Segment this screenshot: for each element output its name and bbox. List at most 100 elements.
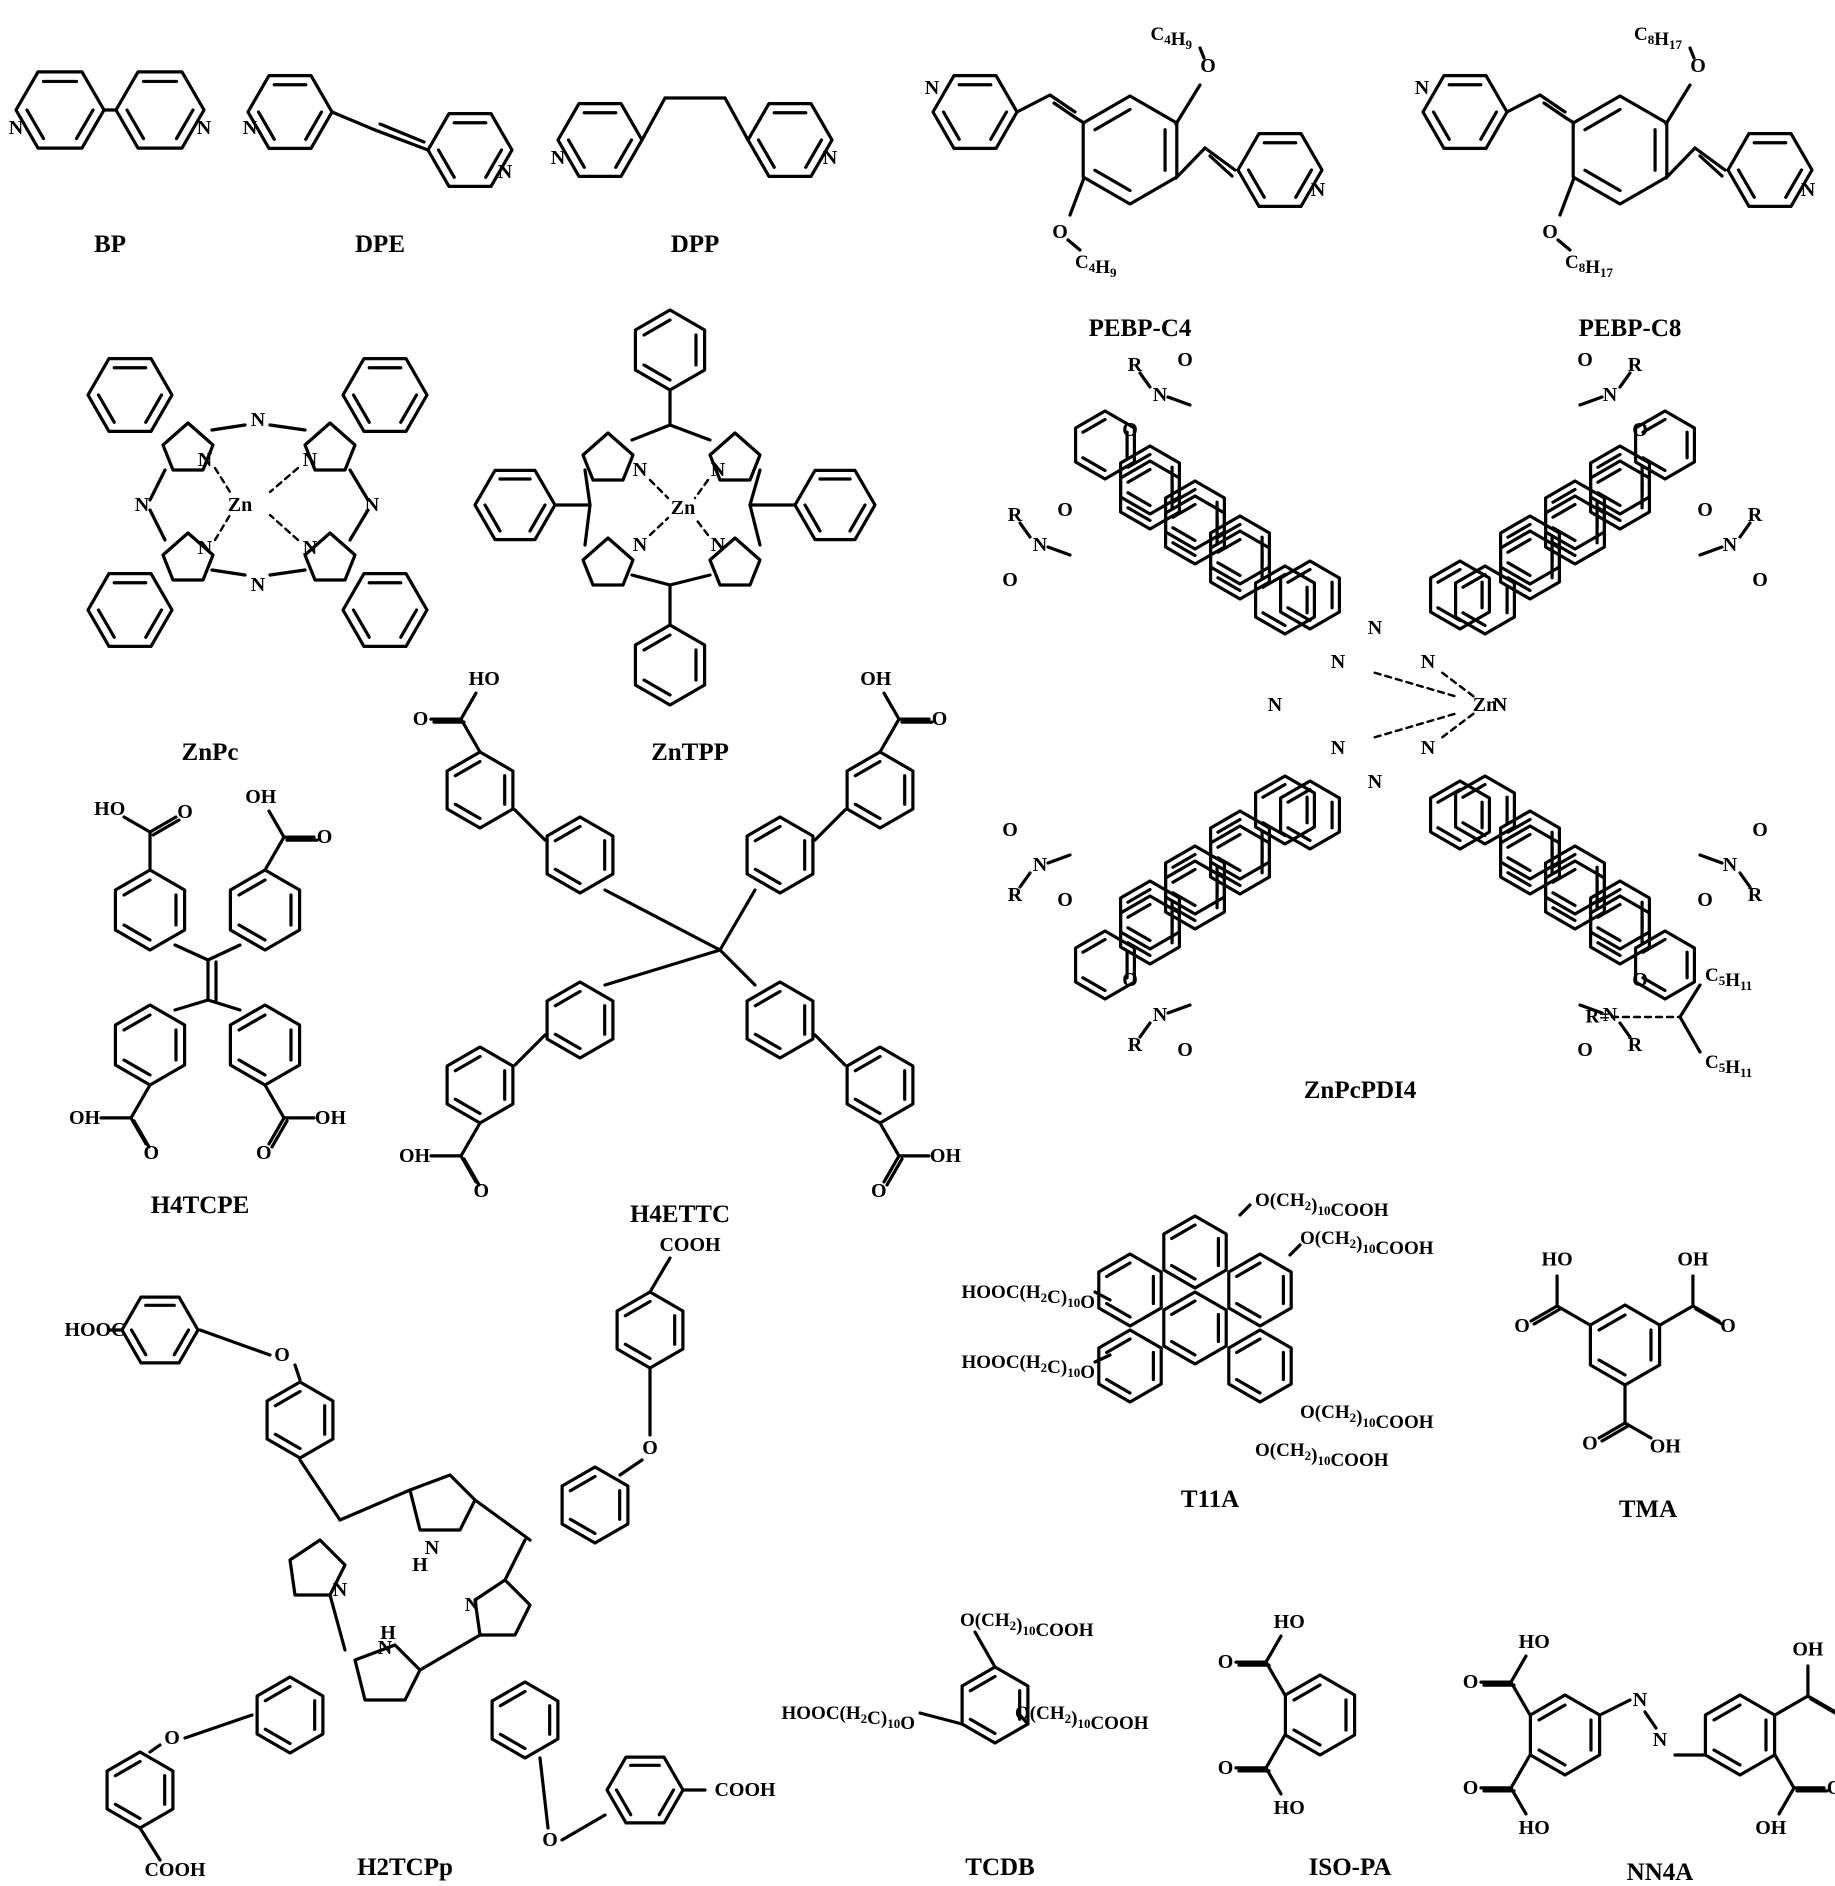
double-bond-line	[657, 1788, 676, 1817]
pyrrole-ring	[303, 531, 357, 582]
bond-line	[1693, 146, 1727, 172]
bond-line	[1264, 1733, 1287, 1770]
double-bond-line	[436, 148, 456, 179]
double-bond-line	[1081, 417, 1107, 434]
bond-line	[1809, 1697, 1835, 1715]
bond-line	[1509, 1680, 1532, 1717]
bond-line	[882, 1154, 901, 1184]
r-group-substituent: C5H11	[1705, 965, 1752, 993]
atom-label: N	[711, 534, 726, 556]
bond-line	[1600, 1424, 1630, 1443]
aromatic-ring	[1453, 564, 1517, 636]
bond-line	[878, 717, 901, 754]
compound-name: BP	[94, 231, 126, 258]
bond-line	[1664, 83, 1692, 126]
aromatic-ring	[560, 1465, 630, 1545]
double-bond-line	[1506, 537, 1532, 554]
bond-line	[1738, 521, 1752, 539]
aromatic-ring	[265, 1380, 335, 1460]
double-bond-line	[566, 138, 586, 169]
bond-line	[1678, 983, 1702, 1019]
alkoxy-chain-label: HOOC(H2C)10O	[961, 1352, 1095, 1383]
aromatic-ring	[1571, 94, 1669, 206]
double-bond-line	[273, 1432, 302, 1451]
double-bond-line	[642, 633, 672, 652]
aromatic-ring	[1208, 809, 1272, 881]
atom-label: O	[177, 801, 193, 823]
bond-line	[338, 1488, 412, 1522]
bond-line	[418, 1633, 482, 1672]
bond-line	[1264, 1634, 1283, 1664]
double-bond-line	[853, 1097, 882, 1116]
double-bond-line	[399, 608, 419, 639]
aromatic-ring	[1633, 929, 1697, 1001]
bond-line	[1556, 238, 1572, 252]
double-bond-line	[1216, 832, 1242, 849]
double-bond-line	[528, 503, 547, 533]
aromatic-ring	[341, 571, 429, 649]
atom-label: O	[1122, 419, 1138, 441]
double-bond-line	[1436, 567, 1462, 584]
aromatic-ring	[1428, 559, 1492, 631]
atom-label: O	[1052, 221, 1068, 243]
double-bond-line	[1506, 871, 1532, 888]
double-bond-line	[1081, 937, 1107, 954]
double-bond-line	[1506, 856, 1532, 873]
atom-label: OH	[1650, 1435, 1682, 1457]
double-bond-line	[1461, 821, 1487, 838]
double-bond-line	[113, 1759, 142, 1778]
atom-label: O	[317, 826, 333, 848]
double-bond-line	[853, 759, 882, 778]
double-bond-line	[1596, 491, 1622, 508]
aromatic-ring	[1118, 894, 1182, 966]
atom-label: COOH	[144, 1859, 206, 1881]
aromatic-ring	[615, 1290, 685, 1370]
double-bond-line	[1235, 1337, 1262, 1355]
aromatic-ring	[1498, 529, 1562, 601]
double-bond-line	[614, 1788, 633, 1817]
bond-line	[1238, 1203, 1252, 1217]
double-bond-line	[853, 1054, 882, 1073]
double-bond-line	[351, 608, 371, 639]
bond-line	[268, 513, 300, 542]
double-bond-line	[1596, 941, 1622, 958]
aromatic-ring	[341, 357, 429, 433]
double-bond-line	[1551, 541, 1577, 558]
aromatic-ring	[1278, 559, 1342, 631]
bond-line	[348, 508, 370, 542]
double-bond-line	[1081, 976, 1107, 993]
double-bond-line	[1431, 110, 1451, 141]
double-bond-line	[1712, 1703, 1742, 1722]
atom-label: HO	[1519, 1817, 1550, 1839]
aromatic-ring	[931, 73, 1019, 150]
bond-line	[1441, 671, 1475, 698]
double-bond-line	[1596, 452, 1622, 469]
bond-line	[882, 691, 901, 721]
bond-line	[330, 110, 377, 132]
compound-name: TCDB	[965, 1854, 1034, 1881]
bond-line	[603, 888, 722, 952]
double-bond-line	[968, 1717, 997, 1736]
bond-line	[267, 809, 286, 839]
double-bond-line	[1736, 168, 1756, 199]
double-bond-line	[1506, 832, 1532, 849]
atom-label: O	[1122, 969, 1138, 991]
bond-line	[748, 503, 762, 547]
double-bond-line	[1126, 467, 1152, 484]
atom-label: N	[425, 1537, 440, 1559]
double-bond-line	[1294, 168, 1314, 199]
atom-label: N	[1633, 1689, 1648, 1711]
bond-line	[1773, 1694, 1810, 1717]
bond-line	[878, 1121, 901, 1158]
pyrrole-ring	[581, 431, 635, 482]
double-bond-line	[1596, 902, 1622, 919]
bond-line	[1066, 238, 1082, 252]
atom-label: O	[473, 1180, 489, 1202]
atom-label: O	[1577, 1039, 1593, 1061]
double-bond-line	[553, 989, 582, 1008]
aromatic-ring	[14, 70, 106, 150]
bond-line	[1046, 853, 1072, 865]
bond-line	[885, 1157, 904, 1187]
double-bond-line	[1235, 1261, 1262, 1279]
